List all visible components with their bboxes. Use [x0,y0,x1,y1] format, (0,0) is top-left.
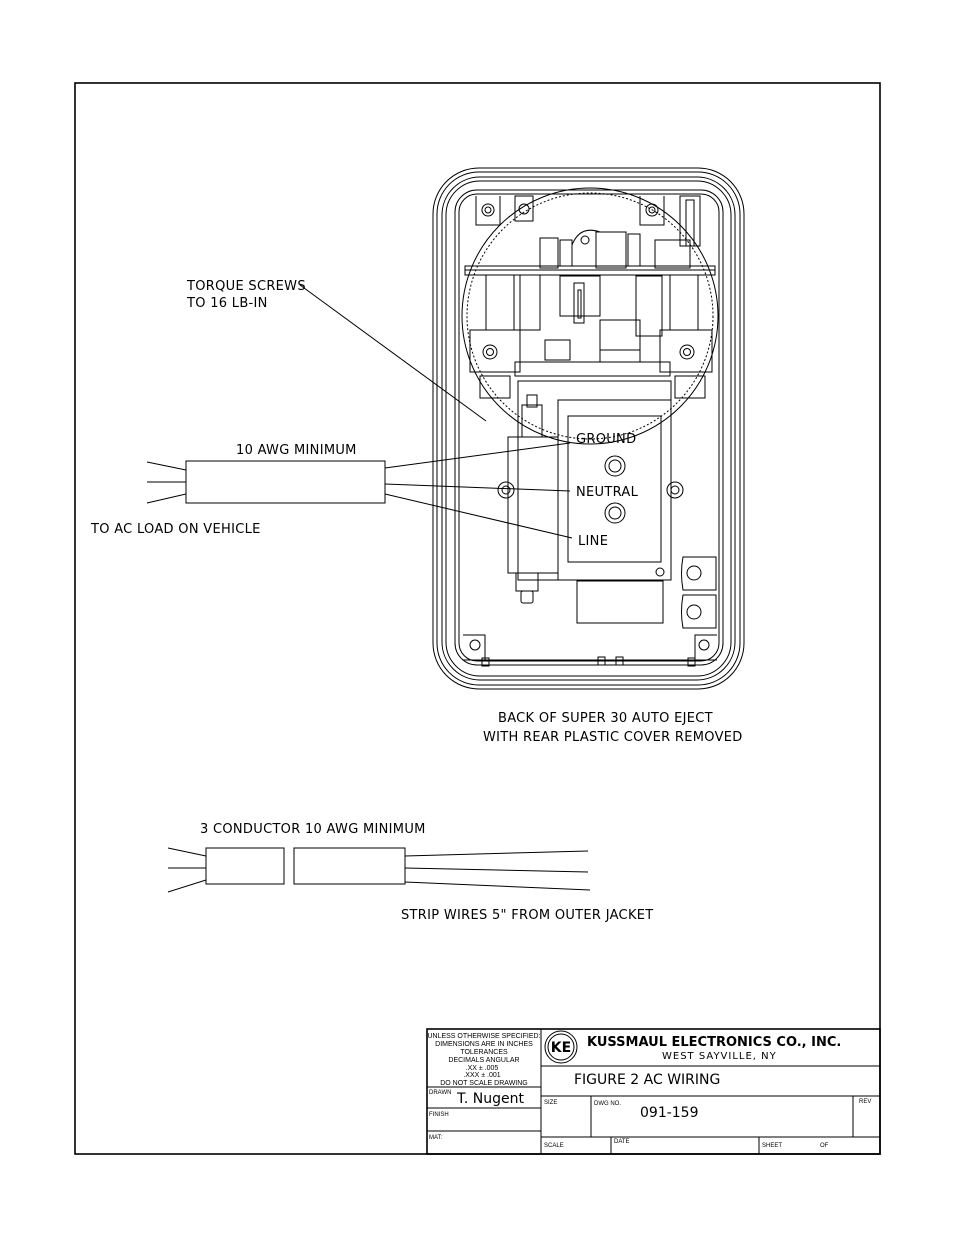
tolerance-line-7: DO NOT SCALE DRAWING [440,1080,528,1087]
rev-label: REV [859,1099,871,1105]
dwg-no-label: DWG NO. [594,1101,621,1107]
line-label: LINE [578,534,608,549]
sheet-label: SHEET [762,1143,782,1149]
neutral-terminal [604,502,626,524]
torque-leader [299,284,487,422]
size-label: SIZE [544,1100,557,1106]
cable-jacket [185,460,386,504]
torque-label-line2: TO 16 LB-IN [186,296,268,311]
cable-jacket-left [205,847,285,885]
mat-label: MAT: [429,1135,443,1141]
scale-label: SCALE [544,1143,564,1149]
tolerance-line-1: UNLESS OTHERWISE SPECIFIED: [427,1033,540,1040]
housing-inner [454,189,724,666]
strip-wires-label: STRIP WIRES 5" FROM OUTER JACKET [401,908,654,923]
company-name: KUSSMAUL ELECTRONICS CO., INC. [587,1035,841,1050]
ac-load-label: TO AC LOAD ON VEHICLE [90,522,261,537]
cable-jacket-right [293,847,406,885]
tolerance-line-2: DIMENSIONS ARE IN INCHES [435,1041,533,1048]
tolerance-line-4: DECIMALS ANGULAR [448,1057,519,1064]
three-conductor-label: 3 CONDUCTOR 10 AWG MINIMUM [200,822,426,837]
caption-line1: BACK OF SUPER 30 AUTO EJECT [498,711,713,726]
tolerance-line-6: .XXX ± .001 [463,1072,500,1079]
tolerance-line-5: .XX ± .005 [466,1065,499,1072]
ac-load-cable [146,442,573,539]
ground-terminal [604,455,626,477]
drawing-border [74,82,881,1155]
torque-label-line1: TORQUE SCREWS [186,279,306,294]
drawn-by: T. Nugent [456,1091,525,1107]
drawn-label: DRAWN [429,1090,451,1096]
company-logo: KE [544,1030,578,1064]
of-label: OF [820,1143,829,1149]
strip-cable [167,847,591,893]
ground-wire [384,442,571,469]
device-drawing [432,167,745,690]
dwg-number: 091-159 [640,1105,699,1121]
finish-label: FINISH [429,1112,449,1118]
line-wire [384,493,573,539]
neutral-wire [384,483,571,492]
caption-line2: WITH REAR PLASTIC COVER REMOVED [483,730,743,745]
title-block: UNLESS OTHERWISE SPECIFIED: DIMENSIONS A… [426,1028,881,1155]
ground-label: GROUND [576,432,636,447]
awg-min-label: 10 AWG MINIMUM [236,443,357,458]
company-location: WEST SAYVILLE, NY [662,1051,777,1062]
date-label: DATE [614,1139,630,1145]
neutral-label: NEUTRAL [576,485,639,500]
svg-text:KE: KE [551,1040,571,1056]
terminal-plate [567,415,662,563]
switch-body [517,380,672,581]
drawing-title: FIGURE 2 AC WIRING [574,1072,720,1088]
tolerance-line-3: TOLERANCES [460,1049,508,1056]
housing-outer [432,167,745,690]
